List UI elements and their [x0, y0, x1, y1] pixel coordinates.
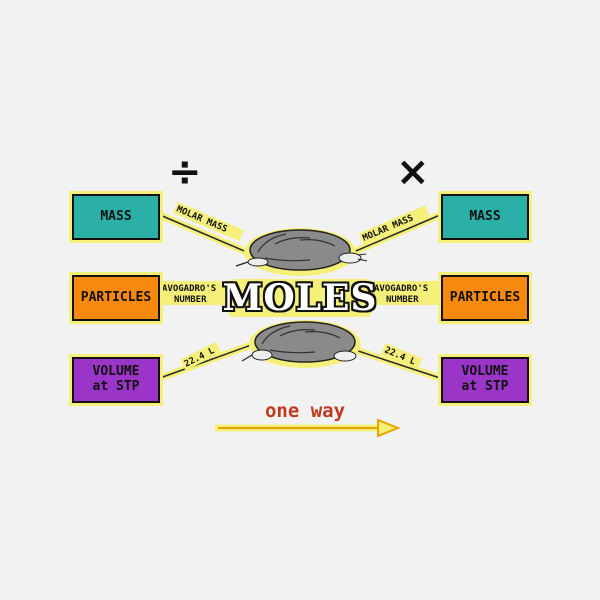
- one-way-arrow: [215, 418, 401, 438]
- multiply-icon: ×: [396, 149, 430, 195]
- right-box-volume-label: VOLUME at STP: [461, 364, 509, 394]
- connector-volume-left: [159, 339, 266, 379]
- right-box-mass: MASS: [441, 194, 529, 240]
- label-avogadro-left-line1: AVOGADRO'S: [162, 284, 216, 294]
- left-box-mass: MASS: [72, 194, 160, 240]
- left-box-particles-label: PARTICLES: [80, 289, 152, 305]
- mole-illustration-top: [235, 228, 368, 276]
- left-box-volume: VOLUME at STP: [72, 357, 160, 403]
- left-box-volume-label: VOLUME at STP: [92, 364, 140, 394]
- moles-title-highlight: [228, 279, 372, 317]
- right-box-particles-label: PARTICLES: [449, 289, 521, 305]
- label-avogadro-left-line2: NUMBER: [174, 295, 207, 305]
- moles-title: MOLES: [222, 277, 378, 319]
- label-avogadro-right-line2: NUMBER: [386, 295, 419, 305]
- divide-icon: ÷: [168, 149, 202, 195]
- mole-illustration-bottom: [241, 320, 361, 368]
- right-box-particles: PARTICLES: [441, 275, 529, 321]
- one-way-label: one way: [264, 400, 346, 422]
- left-box-mass-label: MASS: [100, 208, 132, 224]
- right-box-mass-label: MASS: [469, 208, 501, 224]
- left-box-particles: PARTICLES: [72, 275, 160, 321]
- right-box-volume: VOLUME at STP: [441, 357, 529, 403]
- label-avogadro-right-line1: AVOGADRO'S: [374, 284, 428, 294]
